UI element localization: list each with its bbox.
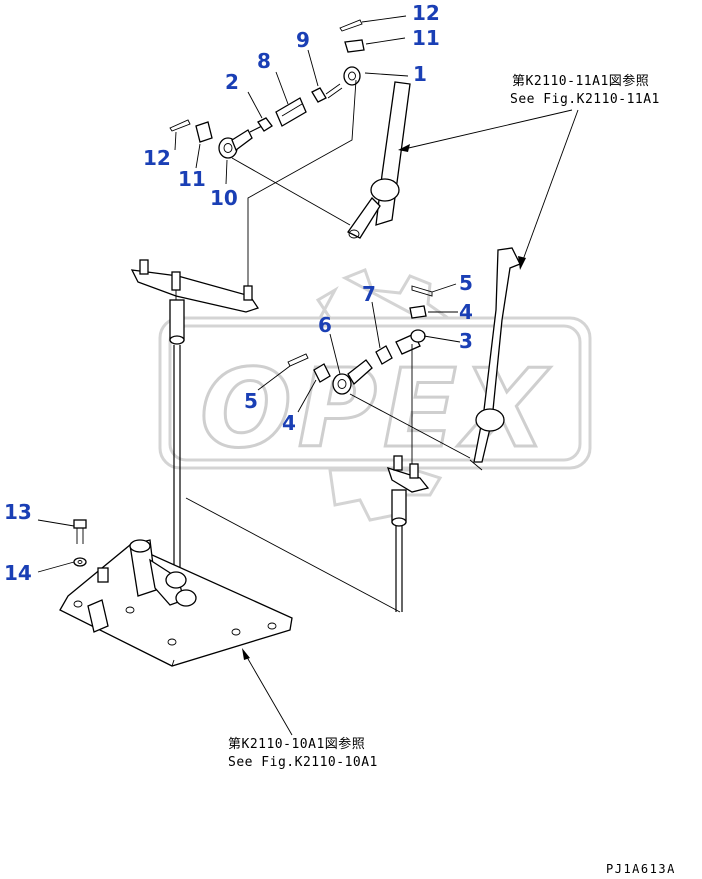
leaders — [37, 15, 579, 736]
upper-reference-en: See Fig.K2110-11A1 — [510, 92, 660, 107]
part-number-2: 2 — [225, 70, 239, 94]
part-number-7: 7 — [362, 282, 376, 306]
part-number-14: 14 — [4, 561, 32, 585]
part-number-6: 6 — [318, 313, 332, 337]
part-number-11-top: 11 — [412, 26, 440, 50]
part-number-4-left: 4 — [282, 411, 296, 435]
part-number-1: 1 — [413, 62, 427, 86]
part-number-12-top: 12 — [412, 1, 440, 25]
part-number-4-right: 4 — [459, 300, 473, 324]
bolt-and-washer — [73, 519, 87, 567]
part-number-5-top: 5 — [459, 271, 473, 295]
reference-notes: 第K2110-11A1図参照 See Fig.K2110-11A1 第K2110… — [228, 73, 660, 770]
part-number-10: 10 — [210, 186, 238, 210]
upper-reference-jp: 第K2110-11A1図参照 — [512, 73, 649, 89]
part-number-3: 3 — [459, 329, 473, 353]
right-lever — [469, 247, 521, 471]
part-number-8: 8 — [257, 49, 271, 73]
lower-reference-en: See Fig.K2110-10A1 — [228, 755, 378, 770]
upper-bellcrank — [130, 259, 260, 572]
part-number-11-left: 11 — [178, 167, 206, 191]
lower-bellcrank — [386, 344, 430, 612]
part-number-12-left: 12 — [143, 146, 171, 170]
base-plate — [59, 497, 401, 667]
part-numbers: 1 2 8 9 11 12 12 11 10 5 4 3 7 6 5 4 13 … — [4, 1, 473, 585]
drawing-code: PJ1A613A — [606, 862, 676, 876]
part-number-9: 9 — [296, 28, 310, 52]
part-number-5-left: 5 — [244, 389, 258, 413]
upper-lever — [347, 81, 411, 239]
part-number-13: 13 — [4, 500, 32, 524]
middle-rod-assembly — [287, 285, 471, 459]
lower-reference-jp: 第K2110-10A1図参照 — [228, 736, 365, 752]
upper-rod-assembly — [169, 19, 365, 288]
